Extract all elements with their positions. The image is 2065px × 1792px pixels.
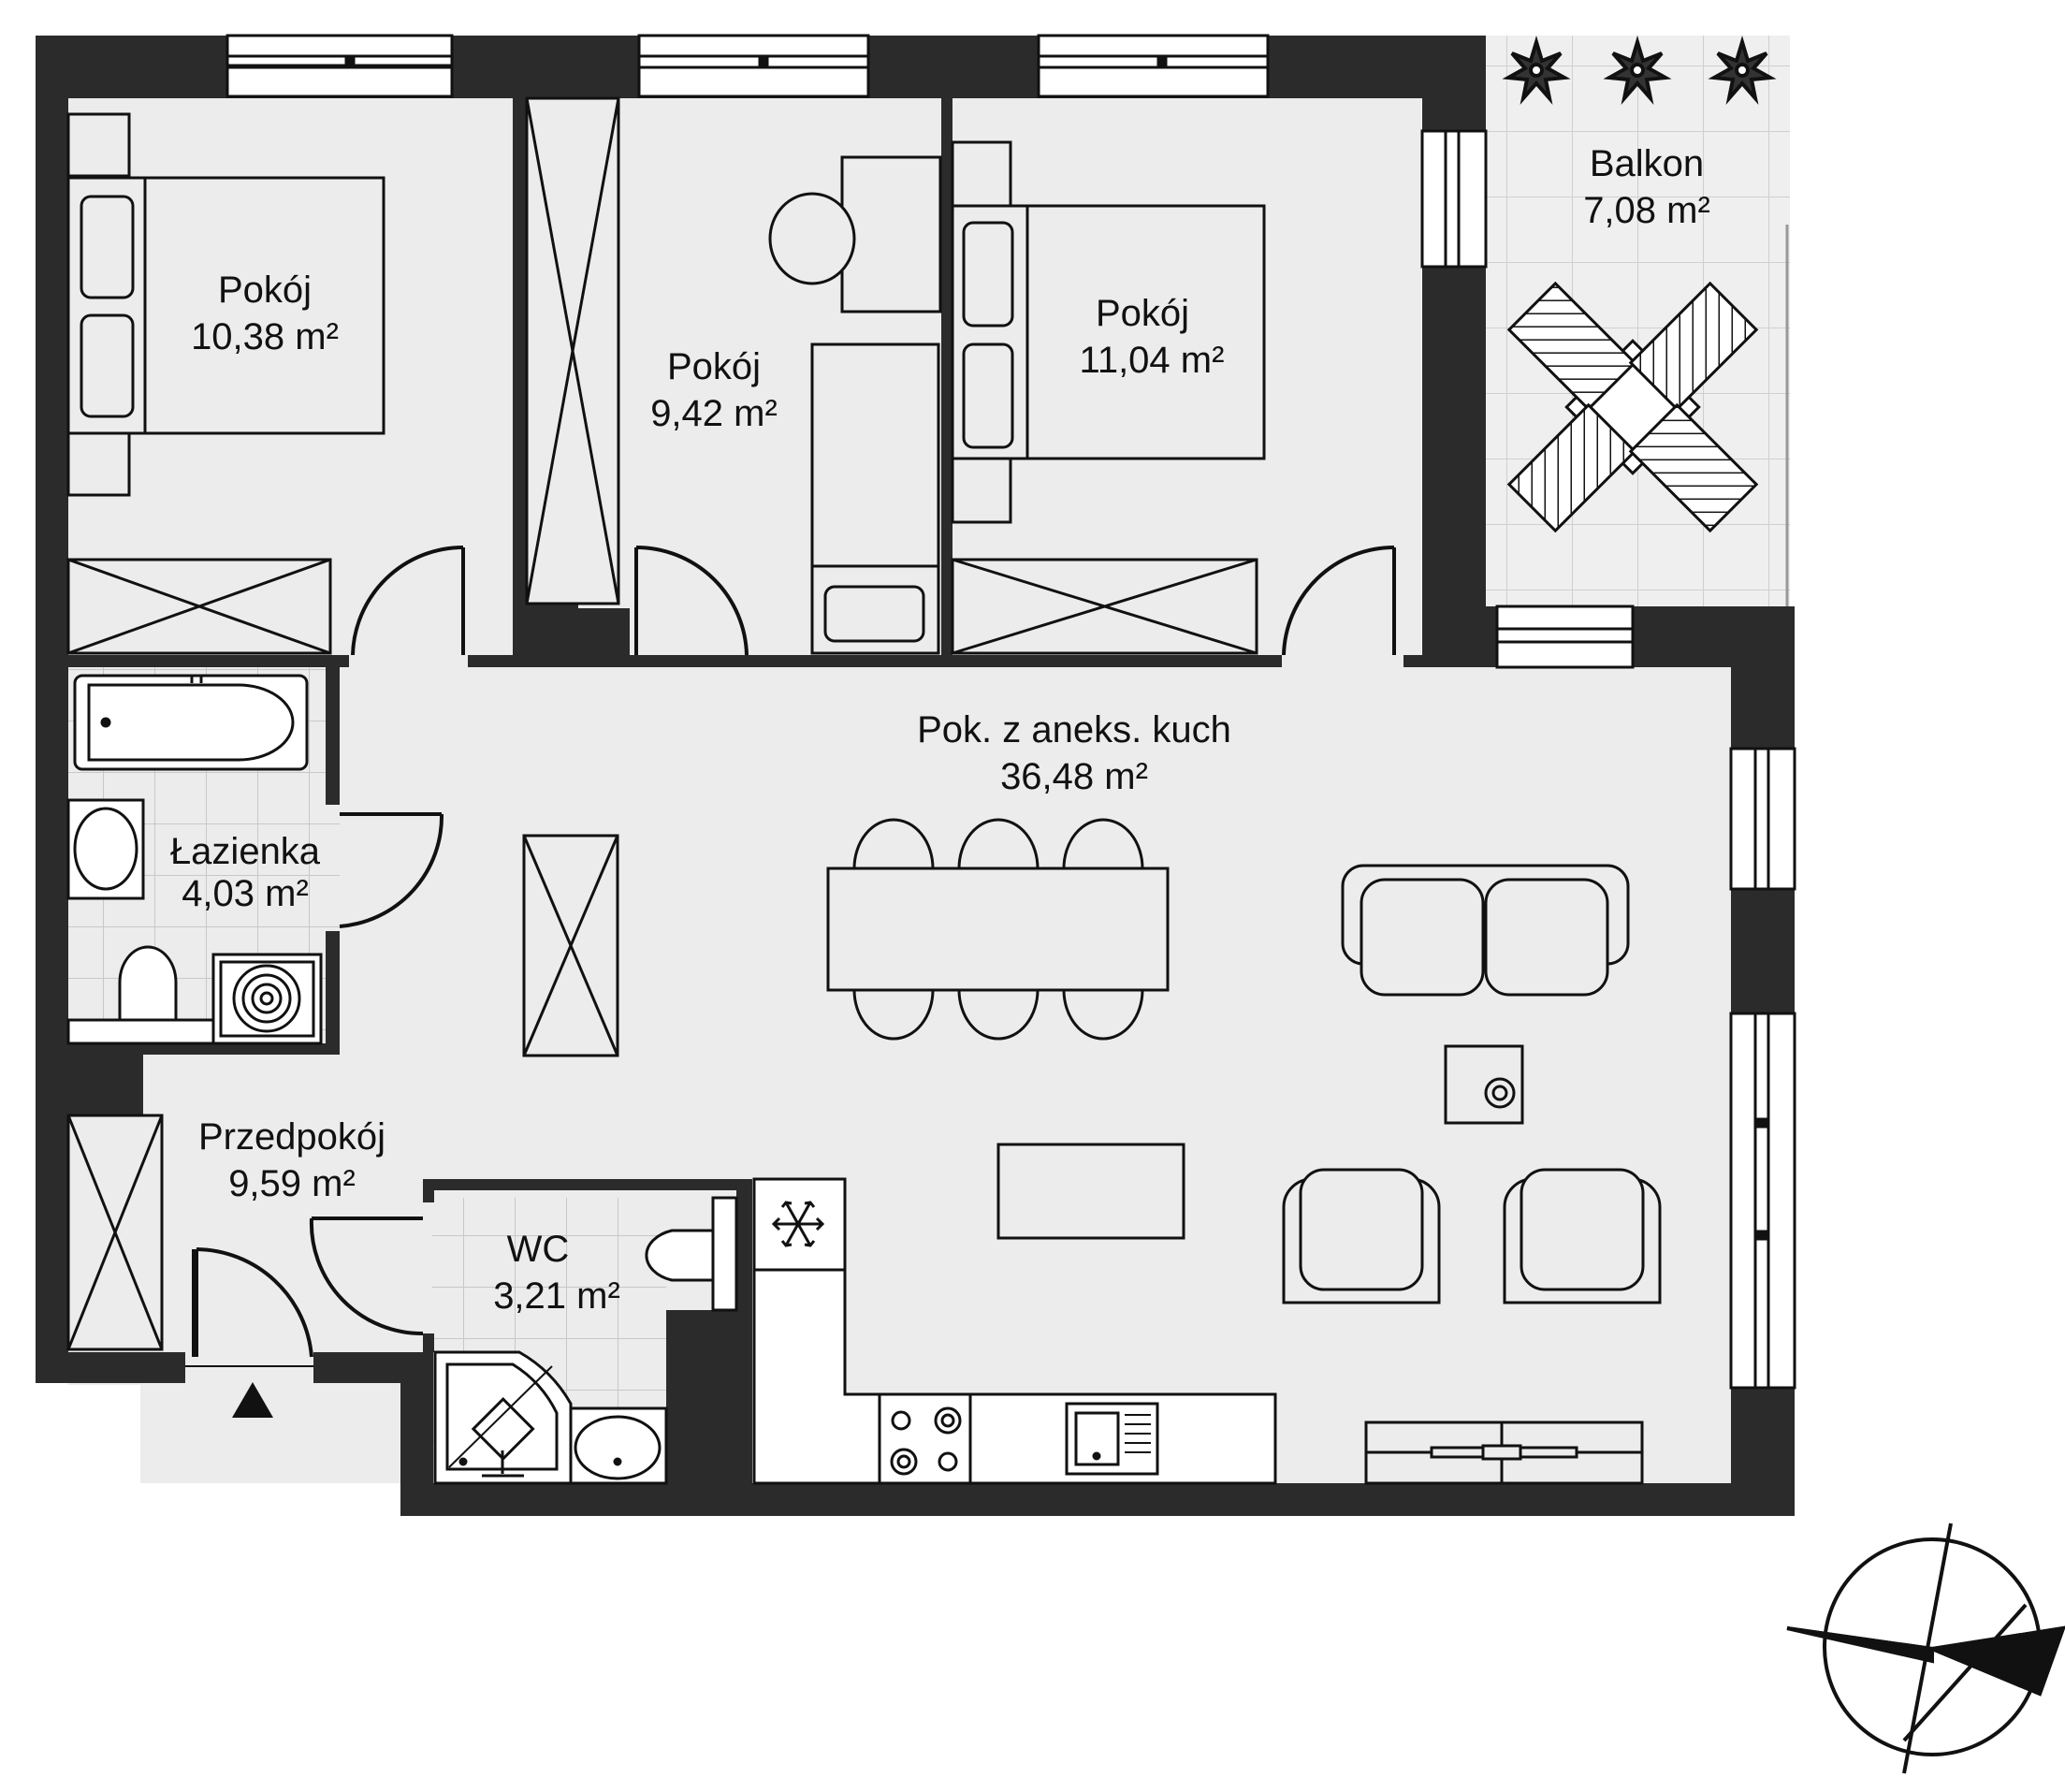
room-name-bedroom-2: Pokój	[667, 346, 761, 387]
wall-bath-hall-corner	[36, 1043, 143, 1115]
wall-left	[36, 36, 68, 1383]
dining-chair	[852, 988, 935, 1041]
wardrobe	[66, 1114, 164, 1351]
nightstand	[951, 140, 1012, 208]
wall-bath-right-low	[326, 931, 340, 1055]
dining-chair	[852, 818, 935, 870]
pillow	[80, 195, 135, 299]
nightstand	[66, 112, 131, 178]
entrance-arrow-icon	[232, 1382, 273, 1418]
pillow	[80, 313, 135, 418]
deck-chair	[1506, 402, 1637, 533]
room-name-bathroom: Łazienka	[170, 831, 321, 872]
armchair	[1282, 1168, 1441, 1304]
room-name-bedroom-3: Pokój	[1096, 293, 1189, 334]
freezer-icon	[771, 1201, 825, 1247]
door-bedroom-2	[634, 546, 749, 656]
wardrobe	[951, 558, 1258, 655]
wall-entrance-bottom	[36, 1352, 185, 1383]
armchair	[1503, 1168, 1662, 1304]
window-balcony-door	[1420, 129, 1488, 269]
room-area-bathroom: 4,03 m²	[182, 873, 309, 914]
kitchen-sink	[1065, 1402, 1159, 1476]
room-area-living: 36,48 m²	[1000, 756, 1148, 797]
room-area-bedroom-3: 11,04 m²	[1080, 340, 1225, 381]
room-area-bedroom-2: 9,42 m²	[650, 393, 778, 434]
shower	[433, 1350, 573, 1485]
wall-bottom	[400, 1483, 1795, 1516]
wall-wc-door-stub	[423, 1333, 434, 1352]
sofa	[1341, 864, 1630, 997]
room-area-wc: 3,21 m²	[493, 1275, 620, 1317]
wall-wc-right	[736, 1179, 752, 1310]
plant-icon	[1502, 36, 1777, 105]
window-right-2	[1729, 1012, 1796, 1390]
deck-chair	[1628, 402, 1759, 533]
washing-machine	[211, 953, 323, 1045]
deck-chair	[1628, 281, 1759, 412]
wall-wc-left	[400, 1352, 433, 1516]
wall-bed2-door-stub	[578, 608, 630, 667]
room-labels: Pokój 10,38 m² Pokój 9,42 m² Pokój 11,04…	[170, 143, 1710, 1317]
window-top-3	[1037, 34, 1270, 98]
wall-bedrooms-bottom-4	[1403, 655, 1488, 667]
wall-wc-top	[423, 1179, 752, 1190]
door-bedroom-3	[1282, 546, 1396, 656]
wall-bath-right	[326, 667, 340, 805]
wall-bath-bottom	[140, 1043, 340, 1055]
coffee-table	[996, 1143, 1185, 1240]
wall-wc-block	[666, 1310, 752, 1483]
tv-cabinet	[1364, 1420, 1644, 1485]
windows	[225, 34, 1796, 1390]
wardrobe	[66, 558, 332, 655]
hob	[878, 1392, 972, 1485]
nightstand	[951, 457, 1012, 524]
room-area-balcony: 7,08 m²	[1583, 190, 1710, 231]
door-wc	[309, 1217, 424, 1336]
toilet	[118, 945, 178, 1022]
room-name-living: Pok. z aneks. kuch	[917, 709, 1231, 750]
door-entrance	[185, 1247, 313, 1367]
deck-chair	[1506, 281, 1637, 412]
toilet	[645, 1229, 715, 1282]
pillow	[962, 342, 1014, 449]
wall-bedrooms-bottom-3	[758, 655, 1282, 667]
window-top-2	[637, 34, 870, 98]
window-right-1	[1729, 747, 1796, 891]
dining-chair	[957, 818, 1040, 870]
room-area-hall: 9,59 m²	[228, 1163, 356, 1204]
nightstand	[66, 431, 131, 497]
window-balcony-bottom	[1495, 605, 1635, 669]
room-name-bedroom-1: Pokój	[218, 270, 312, 311]
wardrobe	[525, 96, 620, 605]
balcony-furniture	[1506, 281, 1759, 533]
toilet-tank	[66, 1018, 215, 1045]
wall-bedrooms-bottom	[68, 655, 349, 667]
dining-chair	[1062, 818, 1144, 870]
window-top-1	[225, 34, 454, 98]
chair	[768, 192, 856, 285]
wall-wc-left-stub	[423, 1179, 434, 1202]
room-name-wc: WC	[507, 1229, 570, 1270]
room-area-bedroom-1: 10,38 m²	[191, 316, 339, 357]
door-bedroom-1	[351, 546, 465, 656]
dining-chair	[1062, 988, 1144, 1041]
room-name-balcony: Balkon	[1590, 143, 1704, 184]
fridge	[752, 1177, 847, 1272]
compass-icon	[1786, 1522, 2065, 1774]
furniture	[66, 96, 1662, 1485]
doors	[185, 546, 1396, 1367]
room-name-hall: Przedpokój	[198, 1116, 385, 1158]
desk	[840, 155, 942, 313]
door-bathroom	[339, 812, 444, 928]
wall-bed2-bed3	[941, 98, 953, 655]
dining-chair	[957, 988, 1040, 1041]
pillow	[962, 221, 1014, 328]
toilet-tank	[711, 1196, 738, 1312]
pillow	[823, 585, 925, 643]
wardrobe	[522, 834, 619, 1057]
dining-table	[826, 867, 1170, 992]
